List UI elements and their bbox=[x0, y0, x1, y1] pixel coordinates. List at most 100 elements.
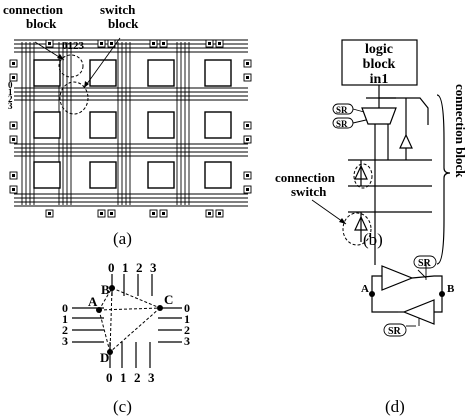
caption-d: (d) bbox=[385, 397, 405, 416]
io-pad bbox=[215, 39, 224, 48]
logic-block-cell bbox=[204, 111, 232, 139]
logic-block-cell bbox=[89, 161, 117, 189]
io-pad bbox=[149, 39, 158, 48]
track-label-right: 1 bbox=[184, 312, 190, 326]
io-pad bbox=[9, 171, 18, 180]
logic-block-cell bbox=[89, 59, 117, 87]
track-label-top: 2 bbox=[136, 260, 143, 275]
track-label-left: 3 bbox=[62, 334, 68, 348]
io-pad bbox=[97, 39, 106, 48]
track-label-top: 0 bbox=[108, 260, 115, 275]
track-label-right: 0 bbox=[184, 301, 190, 315]
logic-block-cell bbox=[33, 111, 61, 139]
track-numbers-top: 0123 bbox=[62, 40, 85, 52]
io-pad bbox=[159, 209, 168, 218]
caption-b: (b) bbox=[363, 230, 383, 249]
connection-switch-label-2: switch bbox=[291, 184, 327, 199]
io-pad bbox=[215, 209, 224, 218]
logic-block-cell bbox=[147, 59, 175, 87]
track-label-right: 2 bbox=[184, 323, 190, 337]
node-c bbox=[157, 305, 163, 311]
svg-text:SR: SR bbox=[388, 326, 402, 337]
node-d bbox=[107, 349, 113, 355]
connection-switch-label-1: connection bbox=[275, 170, 336, 185]
svg-text:SR: SR bbox=[336, 119, 348, 129]
io-pad bbox=[205, 209, 214, 218]
track-label-top: 3 bbox=[150, 260, 157, 275]
logic-block-cell bbox=[89, 111, 117, 139]
track-label-top: 1 bbox=[122, 260, 129, 275]
sr-cell-2: SR bbox=[332, 117, 367, 129]
io-pad bbox=[159, 39, 168, 48]
node-b bbox=[109, 285, 115, 291]
io-pad bbox=[107, 209, 116, 218]
switch-block-label-line2: block bbox=[108, 16, 139, 31]
connection-block-label-line2: block bbox=[26, 16, 57, 31]
caption-a: (a) bbox=[113, 229, 132, 248]
sr-cell-top: SR bbox=[413, 255, 437, 269]
panel-a-routing-grid: connection block switch block 0123 0123 … bbox=[3, 2, 252, 248]
node-a bbox=[96, 307, 102, 313]
io-pad bbox=[9, 73, 18, 82]
io-pad bbox=[97, 209, 106, 218]
connection-block-bracket bbox=[436, 94, 451, 265]
logic-block-cell bbox=[147, 111, 175, 139]
node-c-label: C bbox=[164, 292, 173, 307]
pin-label-in1: in1 bbox=[370, 72, 389, 87]
switch-highlight-top bbox=[353, 163, 373, 189]
node-a-d-label: A bbox=[361, 283, 369, 295]
track-label-bottom: 0 bbox=[106, 370, 113, 385]
io-pad bbox=[45, 39, 54, 48]
io-pad bbox=[45, 209, 54, 218]
track-number-side: 0 bbox=[8, 80, 13, 90]
track-label-left: 1 bbox=[62, 312, 68, 326]
buffer-forward bbox=[381, 265, 414, 291]
track-label-right: 3 bbox=[184, 334, 190, 348]
connection-block-side-label: connection block bbox=[453, 84, 468, 178]
io-pad bbox=[9, 59, 18, 68]
logic-block-cell bbox=[33, 59, 61, 87]
switch-block-highlight bbox=[59, 81, 89, 115]
track-numbers-side: 0123 bbox=[8, 80, 13, 111]
track-label-bottom: 2 bbox=[134, 370, 141, 385]
track-label-left: 2 bbox=[62, 323, 68, 337]
track-number-side: 3 bbox=[8, 101, 13, 111]
io-pad bbox=[243, 135, 252, 144]
sr-cell-1: SR bbox=[332, 103, 365, 115]
switch-block-label-line1: switch bbox=[100, 2, 136, 17]
node-d-label: D bbox=[100, 350, 109, 365]
logic-block-label-2: block bbox=[363, 57, 396, 72]
connection-switch-triangle bbox=[354, 215, 368, 231]
io-pad bbox=[107, 39, 116, 48]
io-pad bbox=[9, 135, 18, 144]
track-number-side: 2 bbox=[8, 94, 13, 104]
connection-block-highlight bbox=[58, 54, 84, 78]
logic-block-cell bbox=[204, 59, 232, 87]
node-b-d-label: B bbox=[447, 283, 455, 295]
io-pad bbox=[243, 121, 252, 130]
panel-b-connection-block: logic block in1 SR SR bbox=[275, 39, 468, 265]
track-label-left: 0 bbox=[62, 301, 68, 315]
caption-c: (c) bbox=[113, 397, 132, 416]
node-a-label: A bbox=[88, 294, 98, 309]
track-label-bottom: 1 bbox=[120, 370, 127, 385]
logic-block-label-1: logic bbox=[365, 42, 393, 57]
sr-cell-bottom: SR bbox=[383, 323, 416, 337]
io-pad bbox=[243, 185, 252, 194]
io-pad bbox=[243, 59, 252, 68]
panel-d-bidirectional-switch: A B SR SR (d) bbox=[361, 255, 455, 416]
connection-block-label-line1: connection bbox=[3, 2, 64, 17]
track-label-bottom: 3 bbox=[148, 370, 155, 385]
io-pad bbox=[205, 39, 214, 48]
connection-switch-highlight bbox=[342, 212, 372, 246]
svg-text:SR: SR bbox=[418, 258, 432, 269]
switch-block-arrow bbox=[83, 37, 121, 89]
io-pad bbox=[9, 121, 18, 130]
track-number-side: 1 bbox=[8, 87, 13, 97]
logic-block-cell bbox=[33, 161, 61, 189]
io-pad bbox=[243, 171, 252, 180]
logic-block-cell bbox=[147, 161, 175, 189]
